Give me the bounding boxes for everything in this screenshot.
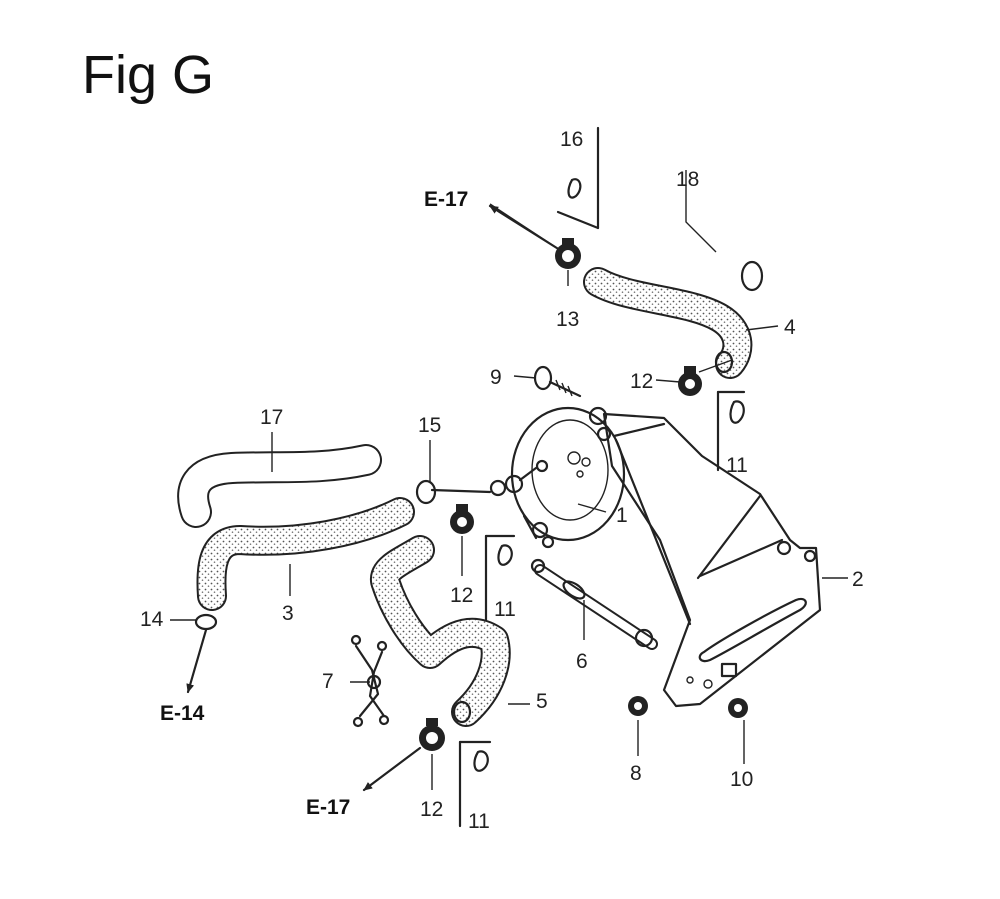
- callout-14: 14: [140, 608, 164, 631]
- callout-18: 18: [676, 168, 699, 191]
- arrow-e17-top: [488, 204, 562, 252]
- callout-8: 8: [630, 762, 642, 785]
- figure-title: Fig G: [82, 45, 215, 105]
- callout-6: 6: [576, 650, 588, 673]
- hose-17: [177, 444, 382, 528]
- hose-18: [609, 215, 769, 292]
- callout-10: 10: [730, 768, 753, 791]
- hose-3: [196, 497, 415, 611]
- bracket: [588, 406, 822, 708]
- callout-11-bottom: 11: [468, 810, 490, 833]
- reservoir-tank: [510, 406, 626, 549]
- callout-9: 9: [490, 366, 502, 389]
- clip-11-mid: [484, 534, 516, 622]
- callout-12-top: 12: [630, 370, 653, 393]
- clamp-13: [555, 238, 581, 269]
- clamp-12-bottom: [419, 718, 445, 751]
- callout-7: 7: [322, 670, 334, 693]
- callout-12-mid: 12: [450, 584, 473, 607]
- callout-1: 1: [616, 504, 628, 527]
- clip-16: [567, 178, 582, 199]
- hose-4: [583, 267, 753, 379]
- ref-e14: E-14: [160, 702, 205, 725]
- callout-15: 15: [418, 414, 441, 437]
- nut-8: [628, 696, 648, 716]
- arrow-e14: [186, 628, 208, 694]
- nut-10: [728, 698, 748, 718]
- callout-3: 3: [282, 602, 294, 625]
- clamp-15: [415, 479, 437, 505]
- pipe-6: [530, 558, 658, 650]
- clip-16-bracket: [556, 126, 600, 230]
- clamp-12-top: [678, 366, 702, 396]
- ref-e17-bottom: E-17: [306, 796, 350, 819]
- callout-2: 2: [852, 568, 864, 591]
- callout-11-top: 11: [726, 454, 748, 477]
- connector-pipe: [430, 459, 549, 497]
- clip-11-top: [716, 390, 746, 472]
- callout-11-mid: 11: [494, 598, 516, 621]
- clip-11-bottom: [458, 740, 492, 828]
- callout-17: 17: [260, 406, 283, 429]
- callout-12-bottom: 12: [420, 798, 443, 821]
- clamp-12-mid: [450, 504, 474, 534]
- callout-4: 4: [784, 316, 796, 339]
- hose-clip-7: [350, 634, 390, 728]
- hose-5: [370, 535, 511, 727]
- arrow-e17-bottom: [362, 746, 422, 792]
- callout-5: 5: [536, 690, 548, 713]
- ref-e17-top: E-17: [424, 188, 468, 211]
- callout-13: 13: [556, 308, 579, 331]
- callout-16: 16: [560, 128, 583, 151]
- nut-retainer: [720, 662, 738, 678]
- bolt-9: [533, 365, 582, 398]
- fitting-14: [194, 613, 218, 631]
